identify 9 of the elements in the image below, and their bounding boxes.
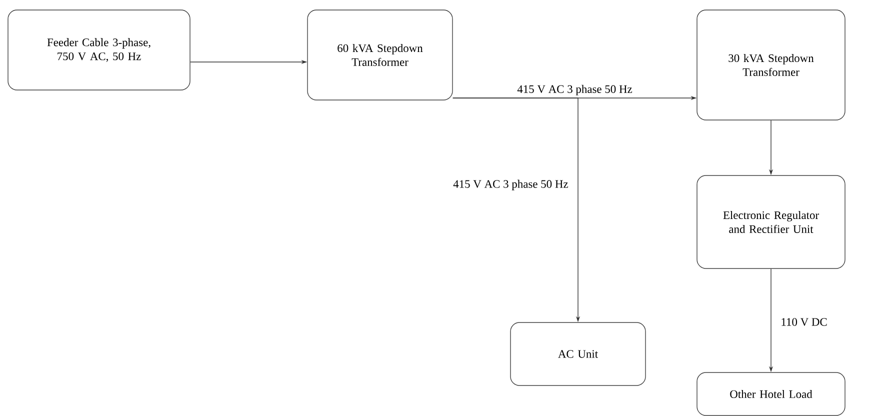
process-box: 60 kVA Stepdown Transformer [307, 10, 453, 100]
edge-label: 110 V DC [779, 316, 829, 328]
process-box: Other Hotel Load [696, 372, 846, 416]
edge-label: 415 V AC 3 phase 50 Hz [516, 83, 634, 97]
process-box: AC Unit [510, 322, 646, 386]
process-box: Electronic Regulator and Rectifier Unit [696, 175, 846, 269]
edge-label: 415 V AC 3 phase 50 Hz [452, 178, 570, 192]
process-box: 30 kVA Stepdown Transformer [696, 10, 846, 120]
process-box: Feeder Cable 3-phase, 750 V AC, 50 Hz [8, 10, 190, 90]
